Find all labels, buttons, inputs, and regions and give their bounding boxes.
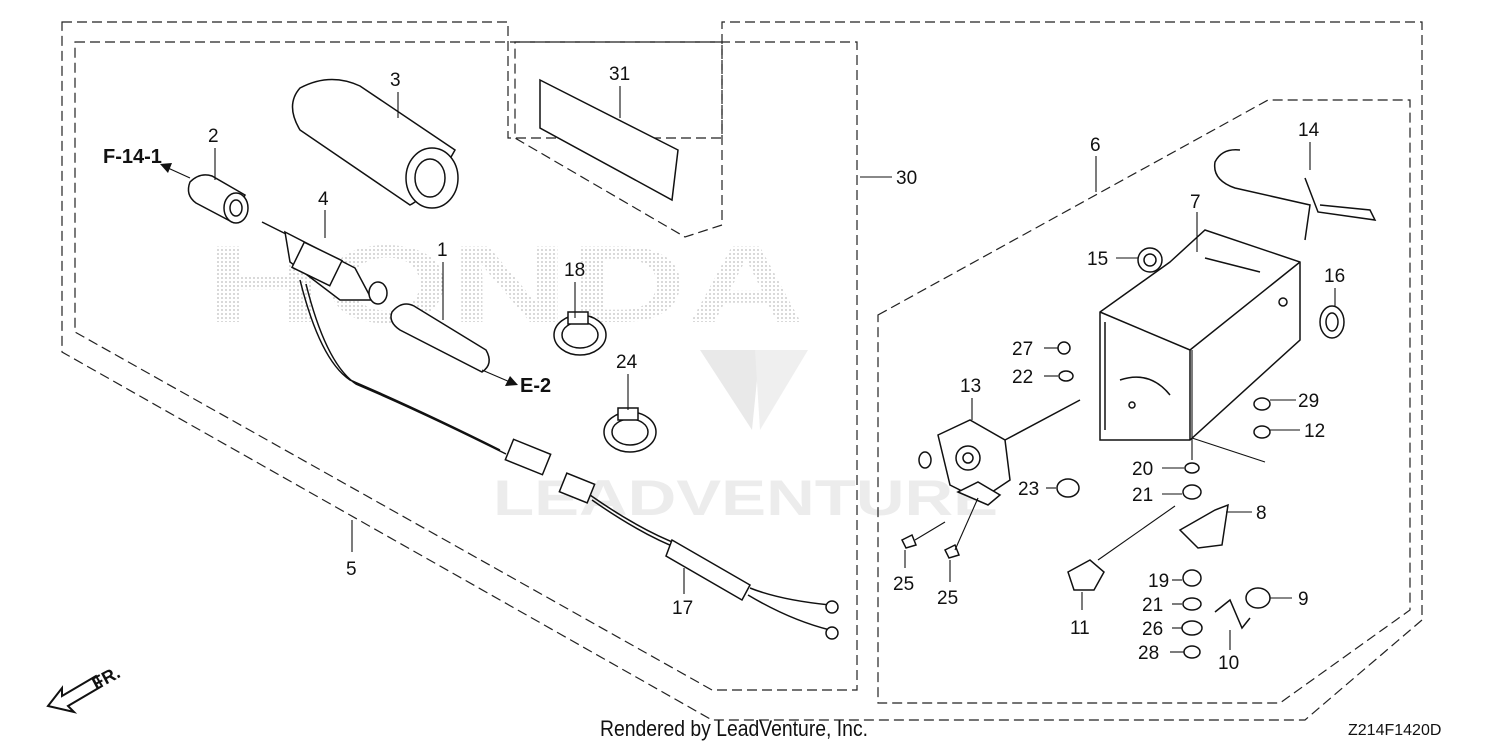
- part-label-14[interactable]: 14: [1298, 120, 1320, 141]
- part-label-29[interactable]: 29: [1298, 391, 1319, 412]
- rendered-by-credit: Rendered by LeadVenture, Inc.: [600, 716, 869, 741]
- part-number-labels: 3 2 31 4 1 18 24 30 5 17 6 7 14 15 16 27…: [208, 64, 1345, 674]
- outer-left-group-outline: [61, 21, 1423, 721]
- part-label-1[interactable]: 1: [437, 240, 448, 261]
- part-label-21-upper[interactable]: 21: [1132, 485, 1153, 506]
- part-label-22[interactable]: 22: [1012, 367, 1033, 388]
- washer-part-26: [1181, 620, 1203, 636]
- spring-part-14: [1213, 149, 1377, 241]
- part-label-8[interactable]: 8: [1256, 503, 1267, 524]
- washer-part-22: [1058, 370, 1074, 382]
- washer-part-21-upper: [1182, 484, 1202, 500]
- part-label-11[interactable]: 11: [1070, 618, 1090, 639]
- bolts-part-25: [900, 533, 961, 559]
- part-label-19[interactable]: 19: [1148, 571, 1169, 592]
- clip-part-27: [1057, 341, 1071, 355]
- kit-30-outline: [74, 41, 858, 691]
- ref-e-2[interactable]: E-2: [520, 375, 551, 397]
- arm-part-8: [1178, 503, 1229, 549]
- part-label-21-lower[interactable]: 21: [1142, 595, 1163, 616]
- part-label-15[interactable]: 15: [1087, 249, 1108, 270]
- part-label-16[interactable]: 16: [1324, 266, 1345, 287]
- ref-f-14-1[interactable]: F-14-1: [103, 146, 162, 168]
- part-label-6[interactable]: 6: [1090, 135, 1101, 156]
- part-label-18[interactable]: 18: [564, 260, 585, 281]
- spring-part-10: [1214, 598, 1251, 630]
- connector-part-5: [504, 438, 596, 504]
- diagram-code: Z214F1420D: [1348, 722, 1442, 739]
- sleeve-part-3: [291, 78, 459, 209]
- part-label-10[interactable]: 10: [1218, 653, 1239, 674]
- part-label-4[interactable]: 4: [318, 189, 329, 210]
- part-label-31[interactable]: 31: [609, 64, 630, 85]
- collar-part-2: [187, 174, 249, 224]
- part-label-9[interactable]: 9: [1298, 589, 1309, 610]
- part-label-30[interactable]: 30: [896, 168, 917, 189]
- part-label-27[interactable]: 27: [1012, 339, 1033, 360]
- washer-part-21-lower: [1182, 597, 1202, 611]
- governor-assembly-outline: [877, 99, 1411, 704]
- part-label-23[interactable]: 23: [1018, 479, 1039, 500]
- part-label-28[interactable]: 28: [1138, 643, 1159, 664]
- clip-part-28: [1183, 645, 1201, 659]
- spring-part-12: [1253, 425, 1271, 439]
- part-label-12[interactable]: 12: [1304, 421, 1325, 442]
- washer-part-29: [1253, 397, 1271, 411]
- tube-part-1: [390, 303, 490, 373]
- part-label-25-left[interactable]: 25: [893, 574, 914, 595]
- washer-part-20: [1184, 462, 1200, 474]
- part-label-24[interactable]: 24: [616, 352, 638, 373]
- part-label-25-right[interactable]: 25: [937, 588, 958, 609]
- part-label-7[interactable]: 7: [1190, 192, 1201, 213]
- grommet-part-15: [1137, 247, 1163, 273]
- part-label-13[interactable]: 13: [960, 376, 981, 397]
- harness-wire-part-5: [299, 279, 507, 455]
- clamp-part-24: [603, 407, 657, 453]
- leader-lines: [160, 86, 1336, 653]
- lever-part-11: [1067, 559, 1105, 591]
- governor-motor-part-13: [918, 399, 1081, 506]
- sensor-part-4: [261, 221, 388, 305]
- nut-part-23: [1056, 478, 1080, 498]
- part-label-3[interactable]: 3: [390, 70, 401, 91]
- part-label-17[interactable]: 17: [672, 598, 693, 619]
- part-label-20[interactable]: 20: [1132, 459, 1153, 480]
- bracket-part-7: [1099, 229, 1301, 441]
- nut-part-9: [1245, 587, 1271, 609]
- protector-part-17: [665, 538, 839, 640]
- part-label-26[interactable]: 26: [1142, 619, 1163, 640]
- clamp-part-18: [553, 311, 607, 356]
- part-label-2[interactable]: 2: [208, 126, 219, 147]
- front-arrow-icon: [46, 674, 104, 714]
- leadventure-logo-watermark: [700, 350, 808, 430]
- label-sheet-part-31: [539, 78, 679, 202]
- grommet-part-16: [1319, 305, 1345, 339]
- label-kit-31-outline: [514, 41, 723, 238]
- nut-part-19: [1182, 569, 1202, 587]
- part-label-5[interactable]: 5: [346, 559, 357, 580]
